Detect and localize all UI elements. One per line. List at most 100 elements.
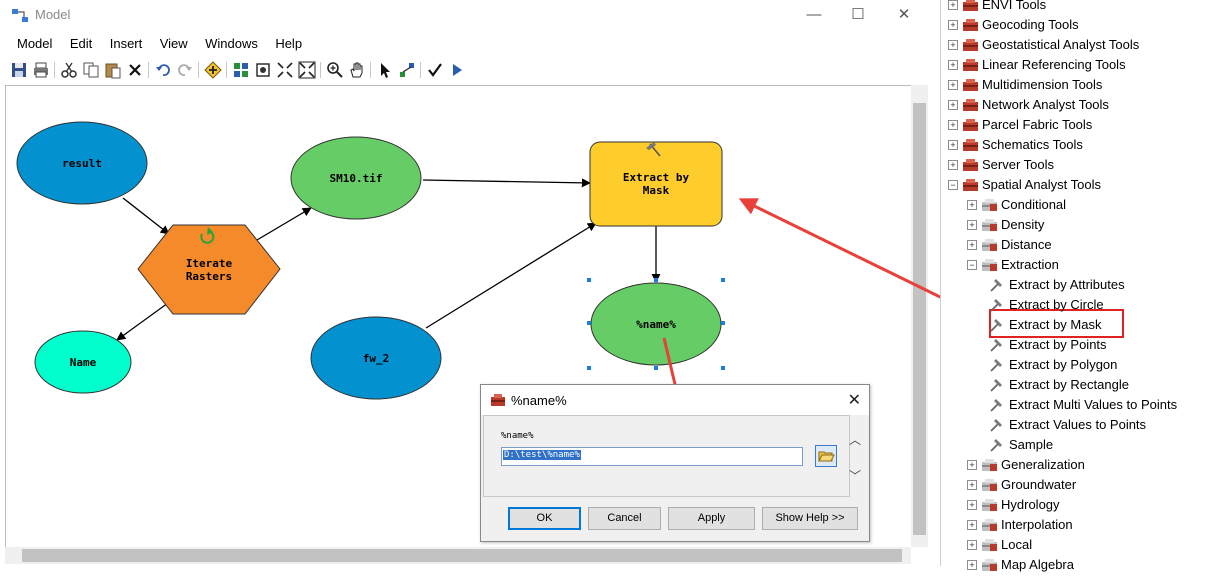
toolset-item[interactable]: Density: [1001, 217, 1045, 232]
validate-icon[interactable]: [426, 61, 444, 79]
paste-icon[interactable]: [104, 61, 122, 79]
tool-item[interactable]: Sample: [1009, 437, 1054, 452]
toolbox-item[interactable]: Network Analyst Tools: [982, 97, 1109, 112]
toolset-icon: [981, 238, 998, 252]
save-icon[interactable]: [10, 61, 28, 79]
cancel-button[interactable]: Cancel: [588, 507, 661, 530]
connect-icon[interactable]: [398, 61, 416, 79]
menu-view[interactable]: View: [159, 36, 188, 51]
toolset-item-expander[interactable]: +: [967, 240, 977, 250]
close-button[interactable]: ✕: [897, 6, 911, 23]
tool-item[interactable]: Extract by Rectangle: [1009, 377, 1129, 392]
toolset-item[interactable]: Local: [1001, 537, 1033, 552]
browse-button[interactable]: [815, 445, 837, 467]
toolset-item[interactable]: Map Algebra: [1001, 557, 1074, 572]
toolbox-item-expander[interactable]: +: [948, 0, 958, 10]
run-icon[interactable]: [448, 61, 466, 79]
toolbox-item[interactable]: Geostatistical Analyst Tools: [982, 37, 1140, 52]
pan-icon[interactable]: [348, 61, 366, 79]
toolset-item-expander[interactable]: +: [967, 560, 977, 570]
toolset-item-expander[interactable]: +: [967, 500, 977, 510]
maximize-button[interactable]: ☐: [851, 6, 865, 23]
toolbox-item-expander[interactable]: +: [948, 120, 958, 130]
undo-icon[interactable]: [154, 61, 172, 79]
toolbox-item-expander[interactable]: +: [948, 160, 958, 170]
node-iterate-rasters[interactable]: [137, 224, 281, 315]
vertical-scroll-thumb[interactable]: [913, 103, 926, 535]
toolbox-item-expander[interactable]: +: [948, 80, 958, 90]
toolset-item-expander[interactable]: +: [967, 200, 977, 210]
select-icon[interactable]: [376, 61, 394, 79]
dialog-scroll-up-icon[interactable]: ︿: [849, 433, 862, 447]
toolbox-item[interactable]: Server Tools: [982, 157, 1055, 172]
toolset-item[interactable]: Distance: [1001, 237, 1052, 252]
toolbox-icon: [962, 0, 979, 12]
node-extract-by-mask[interactable]: [589, 141, 723, 227]
auto-layout-icon[interactable]: [232, 61, 250, 79]
dialog-scroll-down-icon[interactable]: ﹀: [849, 469, 862, 483]
delete-icon[interactable]: [126, 61, 144, 79]
node-sm10[interactable]: [290, 136, 422, 220]
dialog-close-icon[interactable]: ✕: [847, 392, 861, 409]
toolset-item[interactable]: Extraction: [1001, 257, 1059, 272]
toolbox-item-expander[interactable]: +: [948, 20, 958, 30]
print-icon[interactable]: [32, 61, 50, 79]
add-data-icon[interactable]: [204, 61, 222, 79]
apply-button[interactable]: Apply: [668, 507, 755, 530]
toolset-item-expander[interactable]: +: [967, 540, 977, 550]
ok-button[interactable]: OK: [508, 507, 581, 530]
show-help-button[interactable]: Show Help >>: [762, 507, 858, 530]
toolbox-item-expander[interactable]: −: [948, 180, 958, 190]
toolset-item[interactable]: Groundwater: [1001, 477, 1077, 492]
toolset-item[interactable]: Interpolation: [1001, 517, 1073, 532]
tool-item[interactable]: Extract by Points: [1009, 337, 1107, 352]
node-result[interactable]: [16, 121, 148, 205]
redo-icon[interactable]: [176, 61, 194, 79]
horizontal-scrollbar[interactable]: [5, 547, 911, 564]
menu-windows[interactable]: Windows: [205, 36, 258, 51]
tool-item[interactable]: Extract Multi Values to Points: [1009, 397, 1178, 412]
toolset-item-expander[interactable]: +: [967, 460, 977, 470]
toolbox-item[interactable]: Schematics Tools: [982, 137, 1083, 152]
toolset-item-expander[interactable]: +: [967, 480, 977, 490]
toolbox-item-expander[interactable]: +: [948, 100, 958, 110]
full-extent-icon[interactable]: [254, 61, 272, 79]
horizontal-scroll-thumb[interactable]: [22, 549, 902, 562]
tool-item[interactable]: Extract by Polygon: [1009, 357, 1118, 372]
toolbox-item-expander[interactable]: +: [948, 140, 958, 150]
toolset-item-expander[interactable]: −: [967, 260, 977, 270]
toolbox-item-expander[interactable]: +: [948, 60, 958, 70]
cut-icon[interactable]: [60, 61, 78, 79]
toolbox-item[interactable]: Geocoding Tools: [982, 17, 1079, 32]
toolbox-item-expander[interactable]: +: [948, 40, 958, 50]
tool-item[interactable]: Extract Values to Points: [1009, 417, 1147, 432]
minimize-button[interactable]: —: [806, 6, 822, 23]
tool-item[interactable]: Extract by Circle: [1009, 297, 1104, 312]
node-name[interactable]: [34, 330, 132, 394]
toolset-item[interactable]: Hydrology: [1001, 497, 1060, 512]
toolbox-item[interactable]: Spatial Analyst Tools: [982, 177, 1101, 192]
toolset-item-expander[interactable]: +: [967, 520, 977, 530]
zoom-out-fixed-icon[interactable]: [298, 61, 316, 79]
menu-help[interactable]: Help: [275, 36, 303, 51]
tool-item[interactable]: Extract by Mask: [1009, 317, 1102, 332]
zoom-in-fixed-icon[interactable]: [276, 61, 294, 79]
toolbox-item[interactable]: ENVI Tools: [982, 0, 1047, 12]
selection-handles[interactable]: [587, 278, 725, 370]
toolbox-item[interactable]: Parcel Fabric Tools: [982, 117, 1093, 132]
menu-model[interactable]: Model: [17, 36, 53, 51]
node-fw2[interactable]: [310, 316, 442, 400]
menu-edit[interactable]: Edit: [69, 36, 93, 51]
tool-item[interactable]: Extract by Attributes: [1009, 277, 1125, 292]
toolset-item[interactable]: Generalization: [1001, 457, 1085, 472]
menu-insert[interactable]: Insert: [109, 36, 143, 51]
toolset-item-expander[interactable]: +: [967, 220, 977, 230]
toolbox-item[interactable]: Multidimension Tools: [982, 77, 1103, 92]
vertical-scrollbar[interactable]: [911, 85, 928, 547]
parameter-path-input[interactable]: D:\test\%name%: [501, 447, 803, 466]
copy-icon[interactable]: [82, 61, 100, 79]
toolset-icon: [981, 198, 998, 212]
toolbox-item[interactable]: Linear Referencing Tools: [982, 57, 1126, 72]
toolset-item[interactable]: Conditional: [1001, 197, 1067, 212]
zoom-in-icon[interactable]: [326, 61, 344, 79]
